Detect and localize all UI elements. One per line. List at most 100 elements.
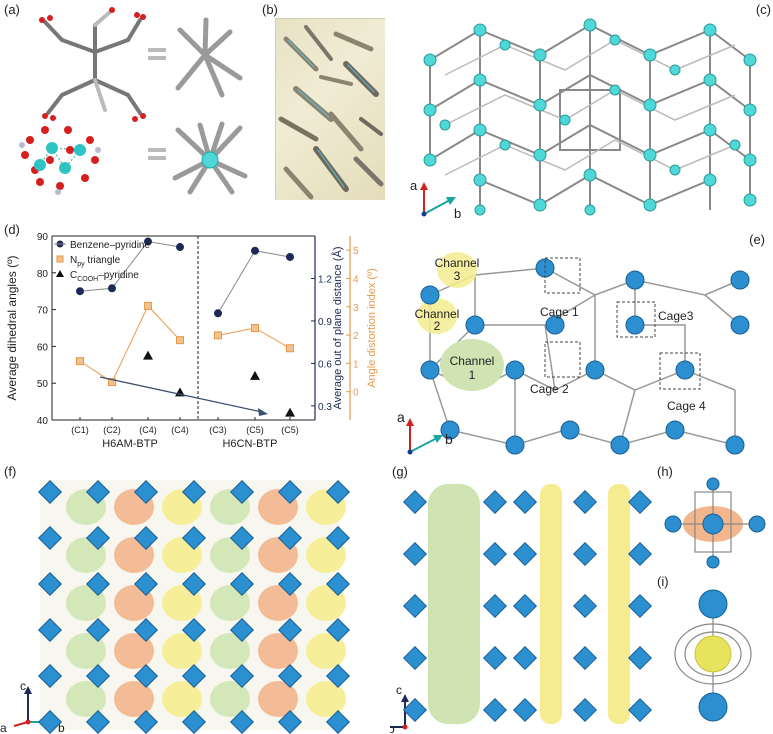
panel-label-a: (a) [4,2,20,17]
axis-indicator-c: a b [410,178,461,221]
cluster-node [512,541,538,567]
cluster-node [37,617,63,643]
cluster-node [37,663,63,689]
cluster-node [85,663,111,689]
channel-1-number: 1 [469,368,476,382]
panel-f: (f) c a b [0,462,385,734]
series-point [286,344,294,353]
cluster-node [512,489,538,515]
axis-indicator-e: a b [397,409,453,455]
cluster-node [512,593,538,619]
panel-label-e: (e) [749,232,765,247]
ligand-structure [43,10,142,115]
series-point [214,309,222,318]
pore-blob [258,681,298,717]
legend-marker-npy [56,255,64,263]
channel-2 [417,298,457,334]
cage-2-label: Cage 2 [530,382,569,396]
series-point [144,301,152,310]
x-tick-label: (C4) [139,425,157,435]
panel-label-f: (f) [4,464,17,479]
cluster-node [402,697,428,723]
cluster-node [277,709,303,734]
pore-blob [306,681,346,717]
cluster-node [229,479,255,505]
left-tick-label: 70 [37,306,49,317]
cluster-node [181,617,207,643]
cage-3-label: Cage3 [658,309,694,323]
cage-4-box [659,352,701,390]
cluster-node [482,645,508,671]
cluster-node [229,663,255,689]
cluster-node [627,489,652,515]
series-point [286,252,294,261]
cluster-node [512,697,538,723]
axis-label-a: a [0,721,7,734]
legend-label: CCOOH–pyridine [70,270,139,283]
channel-3-number: 3 [454,269,461,283]
group-label: H6CN-BTP [222,438,277,450]
series-line [79,240,181,292]
channel-2-number: 2 [434,319,441,333]
x-tick-label: (C5) [281,425,299,435]
panel-label-c: (c) [755,2,771,17]
axis-label-a: a [397,409,405,425]
trend-arrow [99,376,263,413]
cluster-node [512,645,538,671]
panel-b: (b) [260,0,385,200]
cluster-node [627,593,652,619]
channel-1-label: Channel [450,354,495,368]
cluster-node [325,617,351,643]
right2-axis-title: Angle distortion index (º) [366,268,378,388]
right2-tick-label: 4 [353,274,359,285]
right1-axis-title: Average out of plane distance (Å) [331,246,344,409]
cluster-node [133,663,159,689]
series-point [285,407,295,417]
cluster-node [482,593,508,619]
series-line [79,305,181,383]
cluster-node [37,479,63,505]
pore-blob [114,681,154,717]
panel-i: (i) [655,572,773,734]
cluster-structure [19,126,101,195]
left-axis-title: Average dihedral angles (º) [5,256,19,401]
ligand-cluster-diagram [19,7,248,195]
cluster-node [402,489,428,515]
cluster-node [133,479,159,505]
right2-tick-label: 2 [353,331,359,342]
channel-labels: Channel 3 Channel 2 Channel 1 [415,256,495,382]
cluster-node [85,571,111,597]
cluster-node [402,593,428,619]
pore-blob [258,633,298,669]
cluster-node [229,617,255,643]
panel-c: (c) [390,0,773,225]
panel-label-h: (h) [657,464,673,479]
right1-tick-label: 1.2 [318,274,332,285]
right2-tick-label: 1 [353,359,359,370]
clusters [420,258,750,455]
left-tick-label: 50 [37,379,49,390]
series-point [76,287,84,296]
axis-label-b: b [454,206,461,221]
panel-label-b: (b) [262,2,278,17]
cluster-node [402,541,428,567]
cluster-node [85,617,111,643]
right2-tick-label: 5 [353,246,359,257]
series-point [250,370,260,380]
series-line [217,250,291,314]
cluster-node [325,479,351,505]
left-tick-label: 80 [37,269,49,280]
x-tick-label: (C4) [171,425,189,435]
right2-tick-label: 0 [353,388,359,399]
simplified-ligand-node [175,17,243,98]
cluster-node [181,479,207,505]
cluster-node [37,709,63,734]
pore-blob [162,633,202,669]
cluster-node [482,541,508,567]
cluster-node [229,525,255,551]
right1-tick-label: 0.3 [318,402,332,413]
cluster-node [572,541,598,567]
cluster-node [133,571,159,597]
series-point [176,243,184,252]
